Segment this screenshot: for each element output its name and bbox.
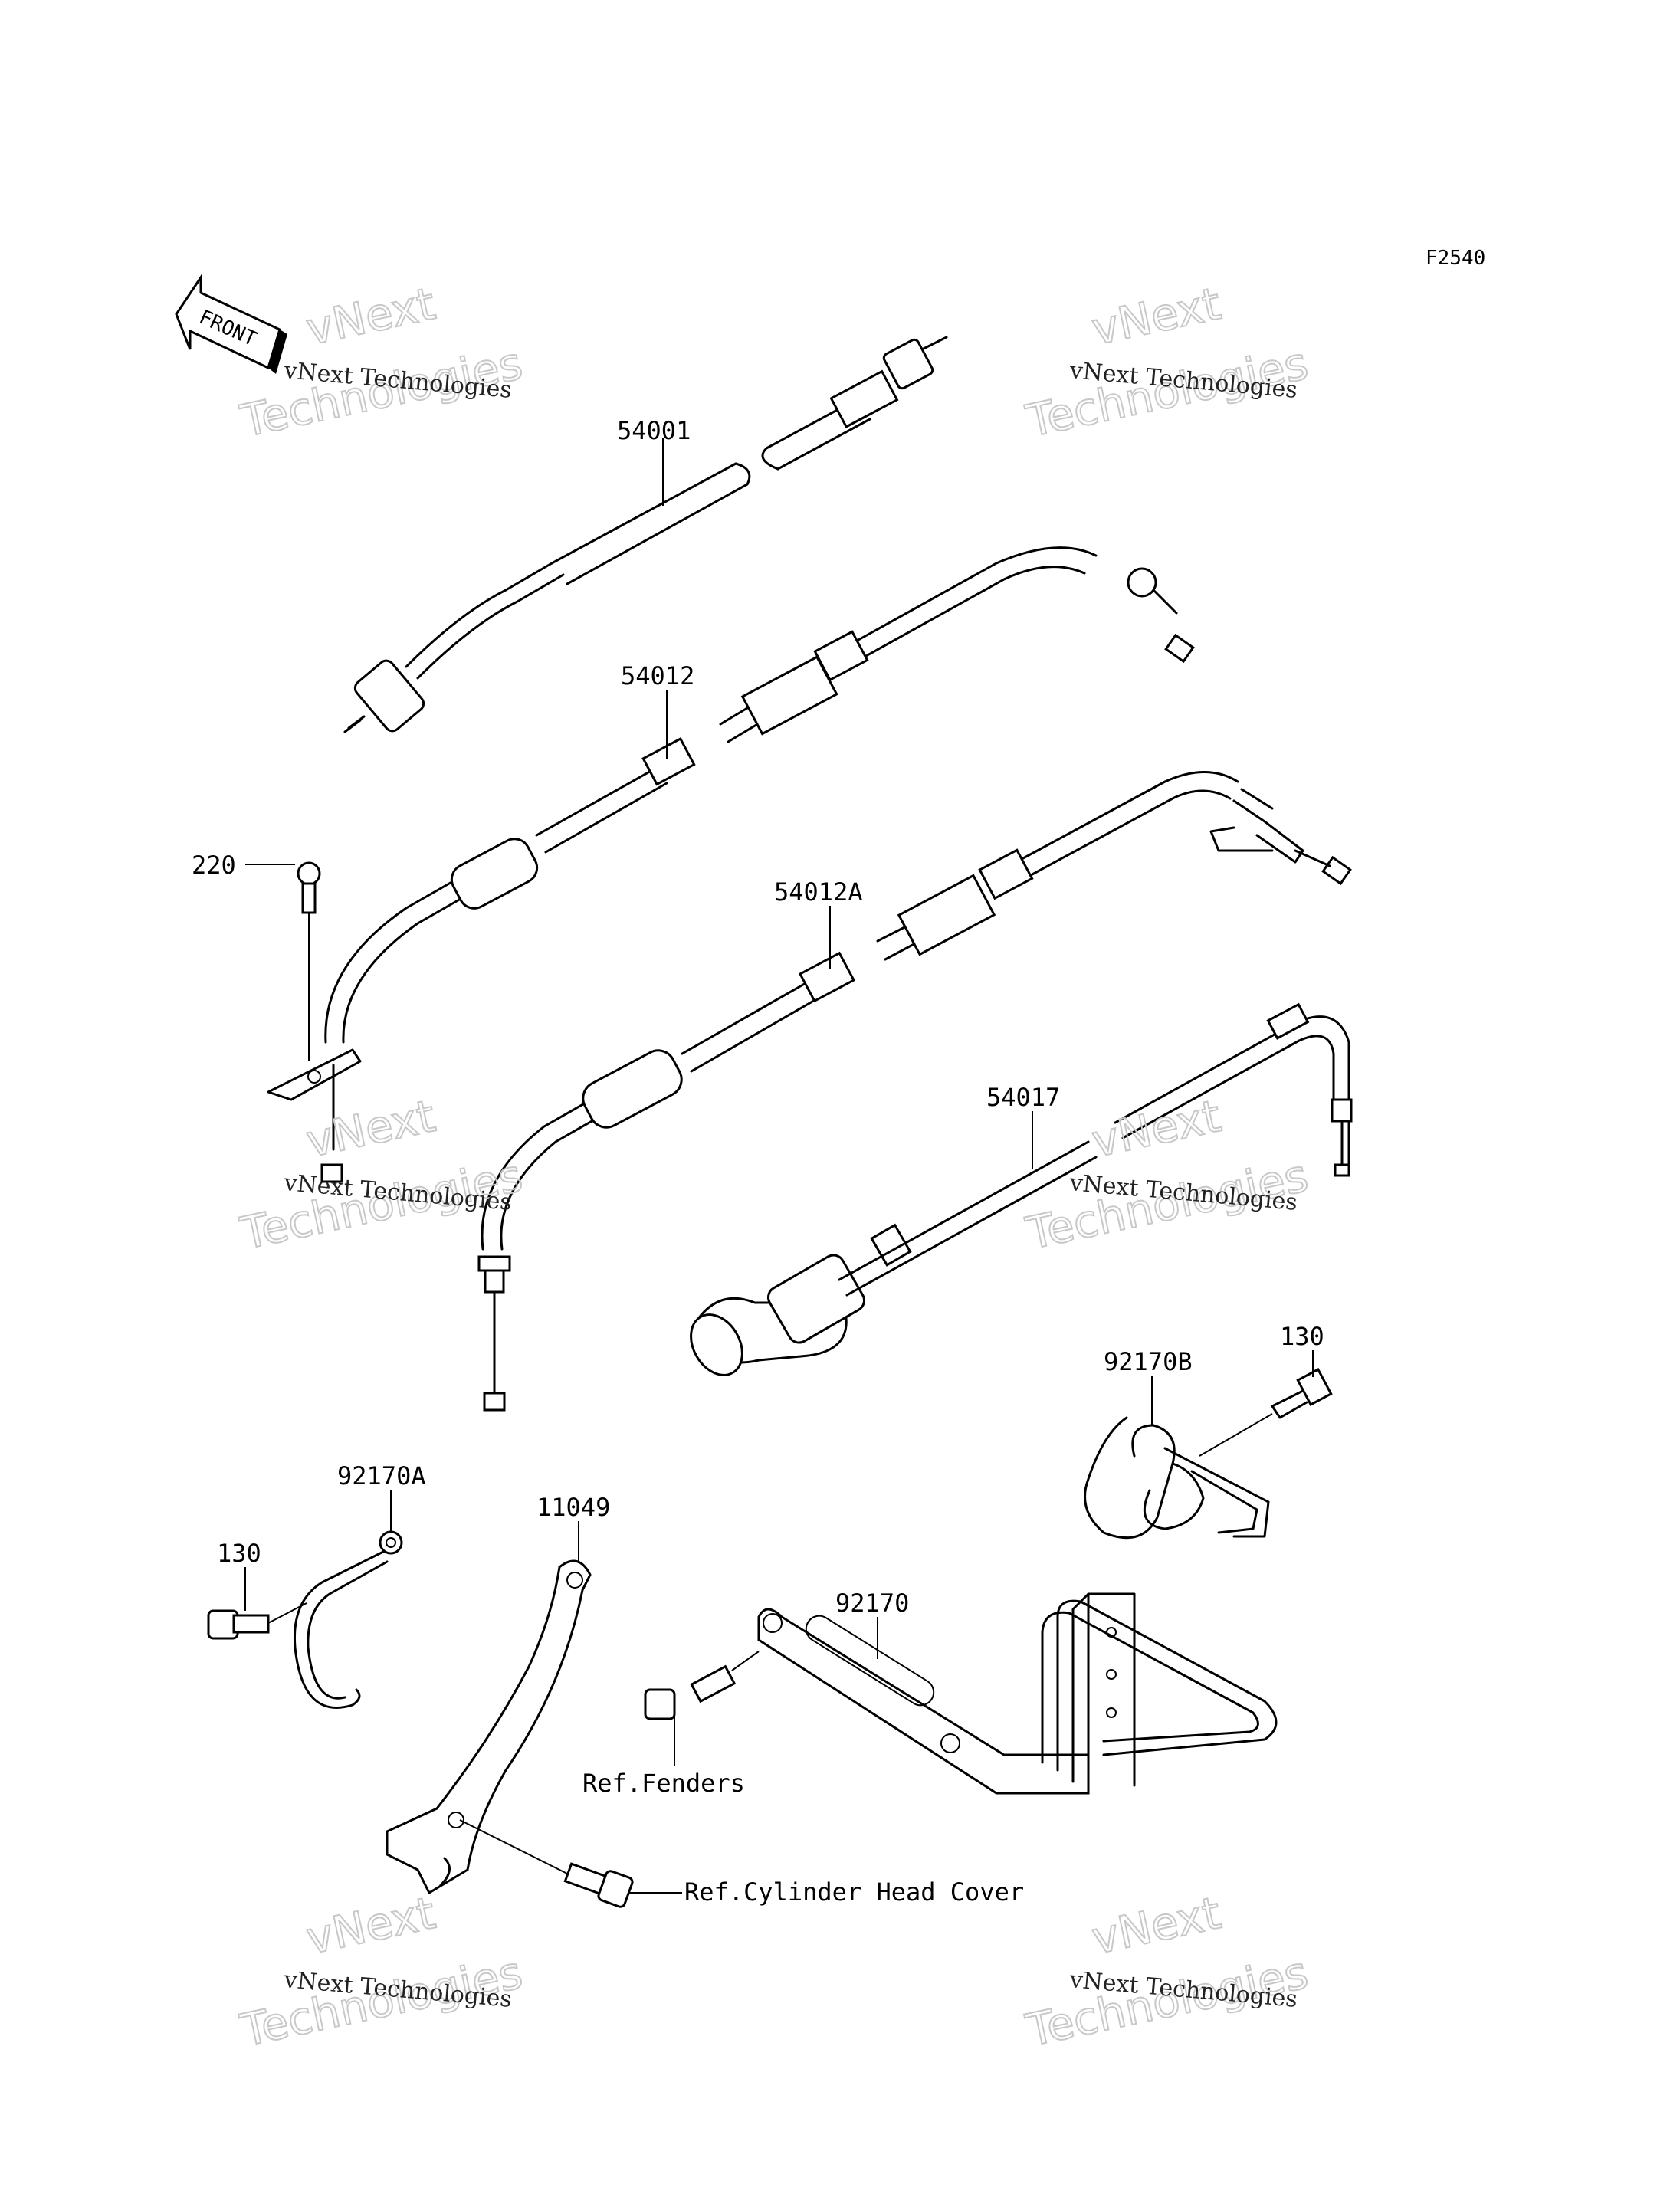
watermark-top-right: vNext Technologies vNext Technologies bbox=[1021, 277, 1314, 448]
bracket-11049 bbox=[386, 1559, 682, 1908]
figure-code: F2540 bbox=[1426, 247, 1485, 270]
label-92170: 92170 bbox=[835, 1589, 909, 1618]
label-54012A: 54012A bbox=[774, 877, 863, 907]
label-130-left: 130 bbox=[217, 1539, 261, 1568]
label-54001: 54001 bbox=[617, 416, 691, 445]
cable-54012 bbox=[267, 546, 1195, 1183]
label-11049: 11049 bbox=[536, 1493, 610, 1522]
svg-text:vNext: vNext bbox=[302, 1090, 440, 1168]
cable-54017 bbox=[690, 1002, 1353, 1376]
svg-text:vNext: vNext bbox=[1088, 1887, 1226, 1965]
ref-cylinder-head-cover: Ref.Cylinder Head Cover bbox=[684, 1877, 1024, 1907]
watermark-bottom-left: vNext Technologies vNext Technologies bbox=[235, 1886, 528, 2058]
label-220: 220 bbox=[192, 851, 236, 880]
front-arrow-icon: FRONT bbox=[175, 274, 287, 374]
label-92170B: 92170B bbox=[1104, 1347, 1193, 1376]
svg-text:vNext: vNext bbox=[302, 277, 440, 356]
label-54012: 54012 bbox=[621, 661, 694, 690]
watermark-top-left: vNext Technologies vNext Technologies bbox=[235, 277, 528, 448]
cable-54012A bbox=[477, 771, 1352, 1412]
svg-text:vNext: vNext bbox=[1088, 277, 1226, 356]
watermark-bottom-right: vNext Technologies vNext Technologies bbox=[1021, 1886, 1314, 2058]
label-54017: 54017 bbox=[986, 1083, 1060, 1112]
clamp-92170B bbox=[1084, 1368, 1333, 1540]
bracket-92170 bbox=[644, 1592, 1278, 1795]
cable-54001 bbox=[343, 336, 948, 733]
clamp-92170A bbox=[207, 1530, 403, 1709]
svg-text:vNext: vNext bbox=[1088, 1090, 1226, 1168]
svg-text:vNext: vNext bbox=[302, 1887, 440, 1965]
label-130-right: 130 bbox=[1280, 1322, 1324, 1351]
ref-fenders: Ref.Fenders bbox=[582, 1769, 745, 1798]
label-92170A: 92170A bbox=[337, 1461, 426, 1490]
